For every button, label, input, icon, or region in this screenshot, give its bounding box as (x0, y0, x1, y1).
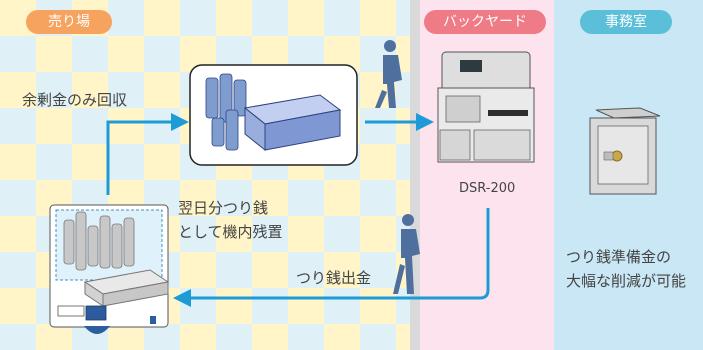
next-day-label-2: として機内残置 (178, 223, 283, 241)
floor-tile (180, 0, 216, 36)
floor-tile (360, 108, 396, 144)
floor-tile (216, 216, 252, 252)
floor-tile (396, 144, 410, 180)
floor-tile (396, 72, 410, 108)
floor-tile (288, 0, 324, 36)
floor-tile (72, 72, 108, 108)
floor-tile (324, 216, 360, 252)
floor-tile (288, 180, 324, 216)
change-dispense-arrow (173, 208, 490, 307)
reduction-label-2: 大幅な削減が可能 (566, 272, 687, 290)
floor-tile (216, 252, 252, 288)
floor-tile (252, 324, 288, 350)
floor-tile (144, 36, 180, 72)
floor-tile (288, 252, 324, 288)
floor-tile (360, 0, 396, 36)
floor-tile (144, 72, 180, 108)
floor-tile (108, 72, 144, 108)
floor-tile (324, 0, 360, 36)
floor-tile (324, 252, 360, 288)
floor-tile (108, 36, 144, 72)
floor-tile (288, 324, 324, 350)
return-flow-arrow (106, 113, 189, 195)
floor-tile (108, 0, 144, 36)
floor-tile (36, 144, 72, 180)
reduction-label-1: つり銭準備金の (566, 248, 672, 266)
floor-tile (360, 324, 396, 350)
floor-tile (0, 216, 36, 252)
floor-tile (180, 180, 216, 216)
dsr-200-machine (437, 51, 535, 163)
floor-tile (252, 216, 288, 252)
floor-tile (180, 252, 216, 288)
surplus-cash-box (189, 64, 358, 166)
floor-tile (180, 216, 216, 252)
floor-tile (252, 252, 288, 288)
floor-tile (324, 180, 360, 216)
floor-tile (108, 108, 144, 144)
floor-tile (396, 324, 410, 350)
floor-tile (360, 180, 396, 216)
floor-tile (144, 324, 180, 350)
floor-tile (0, 144, 36, 180)
floor-tile (360, 288, 396, 324)
change-machine (49, 204, 170, 334)
safe-icon (589, 107, 661, 195)
floor-tile (0, 180, 36, 216)
floor-tile (0, 36, 36, 72)
floor-tile (360, 216, 396, 252)
floor-tile (36, 36, 72, 72)
back-yard-label: バックヤード (424, 10, 546, 34)
floor-tile (396, 180, 410, 216)
floor-tile (36, 108, 72, 144)
zone-divider (410, 0, 420, 350)
floor-tile (0, 252, 36, 288)
floor-tile (144, 0, 180, 36)
floor-tile (108, 144, 144, 180)
floor-tile (72, 36, 108, 72)
floor-tile (288, 288, 324, 324)
floor-tile (252, 0, 288, 36)
floor-tile (144, 144, 180, 180)
floor-tile (396, 36, 410, 72)
floor-tile (216, 288, 252, 324)
floor-tile (324, 324, 360, 350)
floor-tile (0, 288, 36, 324)
change-out-label: つり銭出金 (296, 269, 372, 287)
surplus-label: 余剰金のみ回収 (22, 91, 128, 109)
floor-tile (396, 0, 410, 36)
floor-tile (0, 108, 36, 144)
floor-tile (324, 288, 360, 324)
floor-tile (72, 108, 108, 144)
floor-tile (36, 72, 72, 108)
floor-tile (216, 180, 252, 216)
sales-floor-label: 売り場 (26, 10, 112, 34)
floor-tile (288, 216, 324, 252)
floor-tile (252, 288, 288, 324)
floor-tile (72, 144, 108, 180)
floor-tile (216, 0, 252, 36)
walking-person-icon (375, 40, 402, 108)
walking-person-icon (393, 214, 420, 294)
floor-tile (360, 144, 396, 180)
floor-tile (252, 180, 288, 216)
floor-tile (216, 324, 252, 350)
floor-tile (0, 324, 36, 350)
floor-tile (0, 72, 36, 108)
floor-tile (396, 108, 410, 144)
floor-tile (180, 324, 216, 350)
floor-tile (108, 324, 144, 350)
floor-tile (36, 324, 72, 350)
floor-tile (360, 252, 396, 288)
office-label: 事務室 (580, 10, 672, 34)
machine-model-label: DSR-200 (459, 181, 516, 196)
next-day-label-1: 翌日分つり銭 (178, 199, 269, 217)
